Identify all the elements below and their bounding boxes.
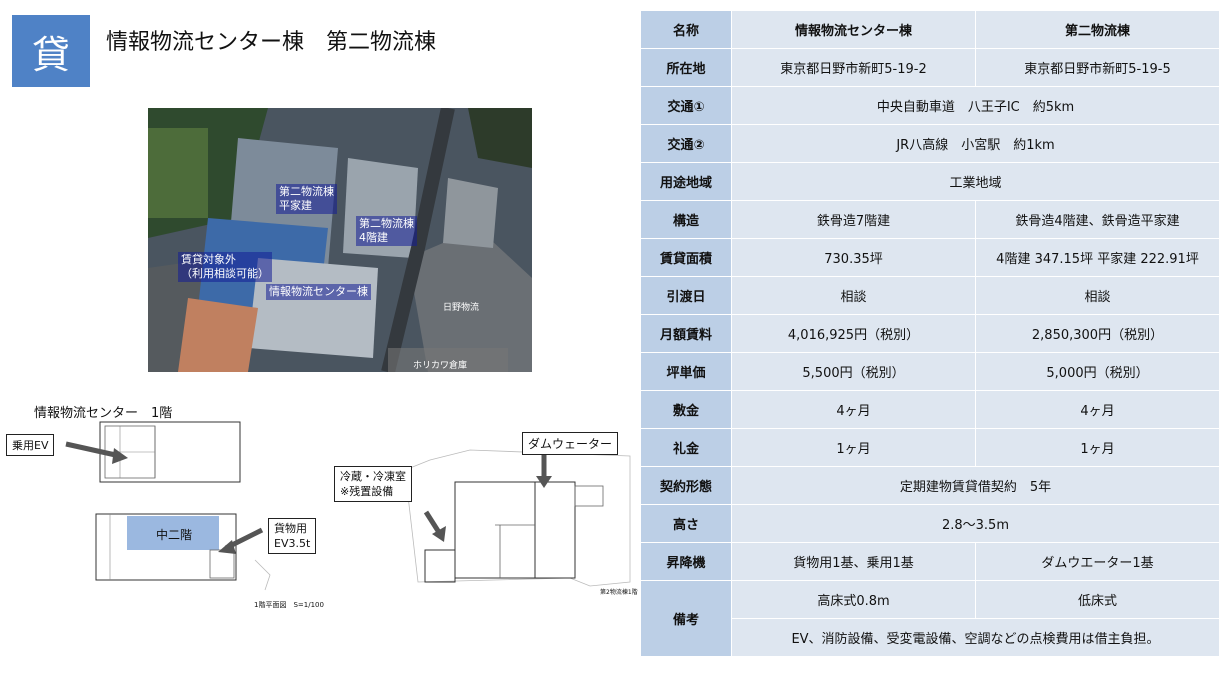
spec-value-merged: 工業地域 [731, 162, 1220, 201]
spec-value-a: 相談 [731, 276, 976, 315]
spec-label-cell: 高さ [640, 504, 732, 543]
spec-row: 用途地域工業地域 [640, 162, 1220, 201]
lease-badge: 貸 [12, 15, 90, 87]
spec-label-cell: 名称 [640, 10, 732, 49]
spec-label-cell: 用途地域 [640, 162, 732, 201]
spec-value-a: 4ヶ月 [731, 390, 976, 429]
aerial-label-excluded: 賃貸対象外 （利用相談可能） [178, 252, 272, 282]
aerial-poi-2: ホリカワ倉庫 [413, 361, 468, 371]
spec-row-notes-2: EV、消防設備、受変電設備、空調などの点検費用は借主負担。 [641, 618, 1220, 657]
callout-cargo-ev: 貨物用 EV3.5t [268, 518, 317, 554]
spec-value-b: 鉄骨造4階建、鉄骨造平家建 [975, 200, 1220, 239]
floorplan-drawings [65, 421, 631, 591]
floorplan-title: 情報物流センター 1階 [34, 406, 173, 421]
aerial-poi: 日野物流 [443, 303, 480, 313]
spec-label-cell: 礼金 [640, 428, 732, 467]
spec-value-b: 5,000円（税別） [975, 352, 1220, 391]
spec-value-a: 鉄骨造7階建 [731, 200, 976, 239]
aerial-label-building2-4f: 第二物流棟 4階建 [356, 216, 417, 246]
aerial-photo-image [148, 108, 532, 372]
spec-label-cell: 備考 [640, 580, 732, 657]
spec-value-b: 相談 [975, 276, 1220, 315]
callout-dumbwaiter: ダムウェーター [522, 432, 619, 455]
spec-label-cell: 昇降機 [640, 542, 732, 581]
spec-label-cell: 賃貸面積 [640, 238, 732, 277]
callout-passenger-ev: 乗用EV [6, 434, 55, 456]
page-title: 情報物流センター棟 第二物流棟 [106, 30, 437, 55]
spec-label-cell: 引渡日 [640, 276, 732, 315]
spec-row: 昇降機貨物用1基、乗用1基ダムウエーター1基 [640, 542, 1220, 581]
aerial-label-info-center: 情報物流センター棟 [266, 284, 371, 300]
spec-row: 契約形態定期建物賃貸借契約 5年 [640, 466, 1220, 505]
floorplan2-caption: 第2物流棟1階 [600, 589, 638, 596]
aerial-photo: 第二物流棟 平家建 第二物流棟 4階建 賃貸対象外 （利用相談可能） 情報物流セ… [148, 108, 532, 372]
spec-label-cell: 交通① [640, 86, 732, 125]
spec-value-b: 2,850,300円（税別） [975, 314, 1220, 353]
spec-value-a: 4,016,925円（税別） [731, 314, 976, 353]
spec-value-merged: 中央自動車道 八王子IC 約5km [731, 86, 1220, 125]
spec-label-cell: 所在地 [640, 48, 732, 87]
spec-value-b: 東京都日野市新町5-19-5 [975, 48, 1220, 87]
aerial-label-building2-flat: 第二物流棟 平家建 [276, 184, 337, 214]
spec-header-a: 情報物流センター棟 [731, 10, 976, 49]
spec-row: 引渡日相談相談 [640, 276, 1220, 315]
spec-row: 構造鉄骨造7階建鉄骨造4階建、鉄骨造平家建 [640, 200, 1220, 239]
spec-value-b: 4ヶ月 [975, 390, 1220, 429]
spec-label-cell: 敷金 [640, 390, 732, 429]
spec-header-b: 第二物流棟 [975, 10, 1220, 49]
spec-value-a: 730.35坪 [731, 238, 976, 277]
spec-label-cell: 坪単価 [640, 352, 732, 391]
spec-value-merged: 定期建物賃貸借契約 5年 [731, 466, 1220, 505]
spec-value-merged: EV、消防設備、受変電設備、空調などの点検費用は借主負担。 [731, 618, 1220, 657]
spec-value-b: 1ヶ月 [975, 428, 1220, 467]
spec-value-a: 5,500円（税別） [731, 352, 976, 391]
spec-header-row: 名称情報物流センター棟第二物流棟 [640, 10, 1220, 49]
spec-value-merged: JR八高線 小宮駅 約1km [731, 124, 1220, 163]
spec-label-cell: 構造 [640, 200, 732, 239]
spec-value-a: 高床式0.8m [731, 580, 976, 619]
spec-label-cell: 交通② [640, 124, 732, 163]
spec-label-cell: 契約形態 [640, 466, 732, 505]
spec-value-b: ダムウエーター1基 [975, 542, 1220, 581]
spec-value-merged: 2.8～3.5m [731, 504, 1220, 543]
spec-value-a: 貨物用1基、乗用1基 [731, 542, 976, 581]
spec-value-a: 1ヶ月 [731, 428, 976, 467]
spec-value-a: 東京都日野市新町5-19-2 [731, 48, 976, 87]
spec-value-b: 4階建 347.15坪 平家建 222.91坪 [975, 238, 1220, 277]
mezzanine-label: 中二階 [156, 528, 193, 542]
callout-cold-storage: 冷蔵・冷凍室 ※残置設備 [334, 466, 412, 502]
spec-label-cell: 月額賃料 [640, 314, 732, 353]
floorplan-caption: 1階平面図 S=1/100 [254, 601, 324, 609]
spec-value-b: 低床式 [975, 580, 1220, 619]
